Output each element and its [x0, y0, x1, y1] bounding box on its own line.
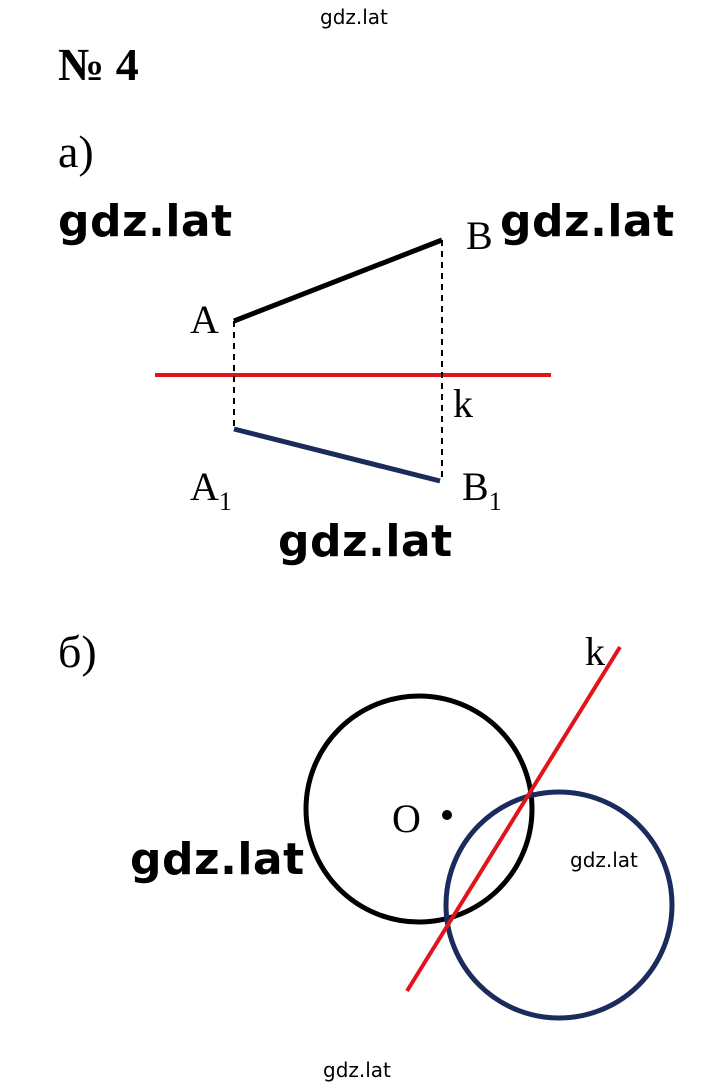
circle-original: [303, 693, 535, 925]
point-label-a: A: [190, 297, 219, 342]
watermark-top: gdz.lat: [320, 5, 388, 29]
point-label-o: O: [392, 796, 421, 841]
point-label-b1-sub: 1: [488, 487, 502, 516]
point-label-a1-base: A: [190, 464, 219, 509]
segment-ab: [233, 237, 443, 324]
watermark-right-b: gdz.lat: [500, 196, 675, 247]
point-label-b1-base: B: [462, 464, 489, 509]
center-point-o: [442, 810, 452, 820]
point-label-b: B: [466, 213, 493, 258]
point-label-b1: B1: [462, 463, 502, 517]
watermark-left-circle: gdz.lat: [130, 834, 305, 885]
watermark-left-a: gdz.lat: [58, 196, 233, 247]
part-b-label: б): [58, 626, 97, 677]
point-label-a1-sub: 1: [218, 487, 232, 516]
segment-a1b1: [233, 426, 441, 484]
watermark-mid: gdz.lat: [278, 516, 453, 567]
problem-title: № 4: [58, 39, 139, 90]
axis-line-k-b: [405, 645, 622, 993]
watermark-bottom: gdz.lat: [323, 1058, 391, 1082]
part-a-label: а): [58, 126, 94, 177]
watermark-inside-circle: gdz.lat: [570, 848, 638, 872]
point-label-a1: A1: [190, 463, 232, 517]
circle-reflected: [443, 789, 675, 1021]
point-label-k: k: [453, 381, 473, 426]
point-label-k-b: k: [585, 629, 605, 674]
